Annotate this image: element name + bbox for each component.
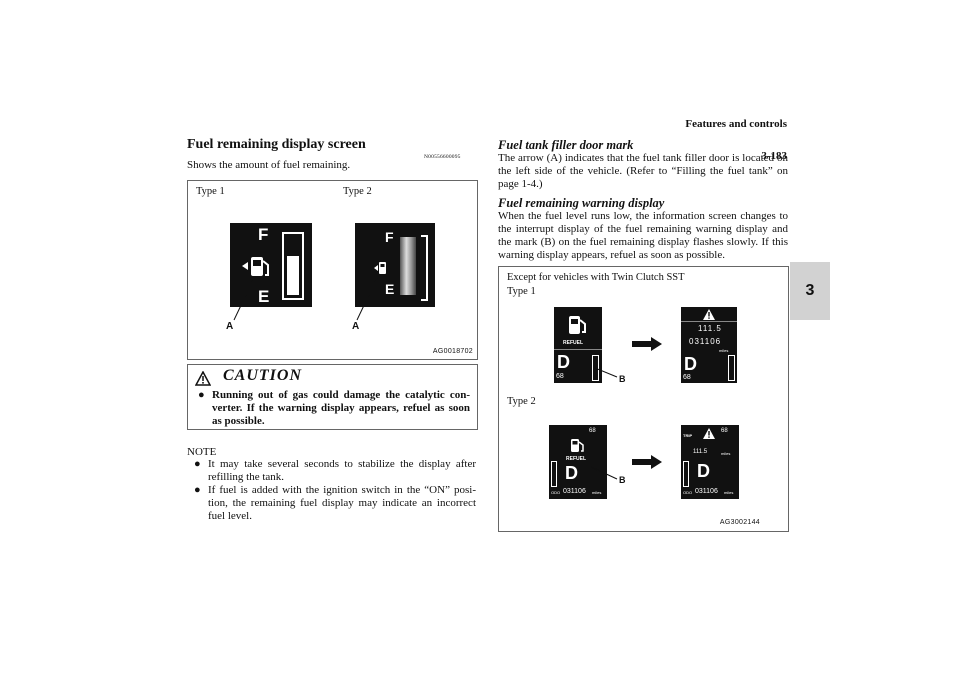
empty-letter-2: E [385,281,395,297]
gear-indicator: D [697,461,710,481]
mini-fuel-gauge [592,355,599,381]
type2-label-2: Type 2 [507,396,536,407]
trip-readout: 111.5 [698,324,722,333]
document-code: N00556600095 [424,154,461,160]
callout-a1: A [226,321,234,332]
fuel-pump-icon [569,316,586,334]
fuel-gradient-bar [400,237,416,295]
type1-label: Type 1 [196,186,225,197]
odometer-readout: 031106 [695,488,718,495]
empty-letter: E [258,287,270,306]
callout-b1: B [619,374,626,384]
fuel-level-frame [282,232,304,300]
trip-label: TRIP [683,433,693,438]
temperature-readout: 68 [683,374,691,381]
fuel-level-bar [287,256,299,295]
mini-fuel-gauge [683,461,689,487]
odo-label: ODO [551,490,561,495]
callout-line-b1 [595,367,618,378]
subheading-warning-display: Fuel remaining warning display [498,196,665,210]
section-header: Features and controls [685,118,787,130]
unit-miles: miles [719,348,729,353]
callout-a2: A [352,321,360,332]
unit-miles: miles [721,451,731,456]
fuel-pump-icon-2 [374,262,386,274]
refuel-label: REFUEL [566,456,586,462]
type1-fuel-display: F E [230,223,312,307]
unit-miles: miles [724,490,734,495]
warning-triangle-icon [703,309,715,320]
type2-warning-panel: TRIP 68 111.5 miles D ODO 031106 miles [681,425,739,499]
gauge-bracket [421,235,428,301]
note-text-2: If fuel is added with the ignition switc… [208,484,476,522]
fuel-pump-icon [571,439,584,452]
warning-triangle-icon [703,428,715,439]
figure-ref-code: AG0018702 [432,348,473,355]
type2-refuel-panel: 68 REFUEL D ODO 031106 miles [549,425,607,499]
callout-line-a1 [233,277,255,321]
panel-divider [554,349,602,350]
figure-caption: Except for vehicles with Twin Clutch SST [507,272,685,283]
arrow-right-icon [632,455,662,469]
odometer-readout: 031106 [689,337,722,346]
arrow-right-icon [632,337,662,351]
fuel-display-figure: Type 1 Type 2 F E A F E A AG0018702 [187,180,478,360]
intro-text: Shows the amount of fuel remaining. [187,159,351,171]
temperature-readout: 68 [721,428,728,434]
page-number: 3-183 [761,150,787,162]
temperature-readout: 68 [556,373,564,380]
section-heading: Fuel remaining display screen [187,137,366,152]
type2-fuel-display: F E [355,223,435,307]
warning-triangle-icon [195,371,211,386]
fuel-pump-icon [242,257,269,276]
full-letter: F [258,225,269,244]
bullet-icon: ● [198,389,205,401]
caution-text: Running out of gas could damage the cata… [212,389,470,427]
panel-divider [681,321,737,322]
gear-indicator: D [565,463,578,483]
figure-ref-code: AG3002144 [719,519,760,526]
filler-door-text: The arrow (A) indicates that the fuel ta… [498,152,788,190]
temperature-readout: 68 [589,428,596,434]
note-item: ● It may take several seconds to stabili… [194,458,476,484]
mini-fuel-gauge [551,461,557,487]
bullet-icon: ● [194,458,201,470]
type1-warning-panel: 111.5 031106 miles D 68 [681,307,737,383]
caution-title: CAUTION [223,367,303,384]
note-text-1: It may take several seconds to stabilize… [208,458,476,483]
callout-line-a2 [356,277,378,321]
callout-line-b2 [591,466,618,480]
full-letter-2: F [385,229,394,245]
subheading-filler-door: Fuel tank filler door mark [498,138,634,152]
odometer-readout: 031106 [563,488,586,495]
chapter-tab: 3 [790,262,830,320]
unit-miles: miles [592,490,602,495]
note-item: ● If fuel is added with the ignition swi… [194,484,476,523]
caution-item: ● Running out of gas could damage the ca… [198,389,470,428]
trip-readout: 111.5 [693,449,708,455]
type1-refuel-panel: REFUEL D 68 [554,307,602,383]
gear-indicator: D [684,354,697,374]
type2-label: Type 2 [343,186,372,197]
refuel-label: REFUEL [563,340,583,346]
warning-display-figure: Except for vehicles with Twin Clutch SST… [498,266,789,532]
gear-indicator: D [557,352,570,372]
mini-fuel-gauge [728,355,735,381]
caution-box: CAUTION ● Running out of gas could damag… [187,364,478,430]
warning-display-text: When the fuel level runs low, the inform… [498,210,788,261]
bullet-icon: ● [194,484,201,496]
note-title: NOTE [187,446,217,458]
type1-label-2: Type 1 [507,286,536,297]
callout-b2: B [619,475,626,485]
odo-label: ODO [683,490,693,495]
